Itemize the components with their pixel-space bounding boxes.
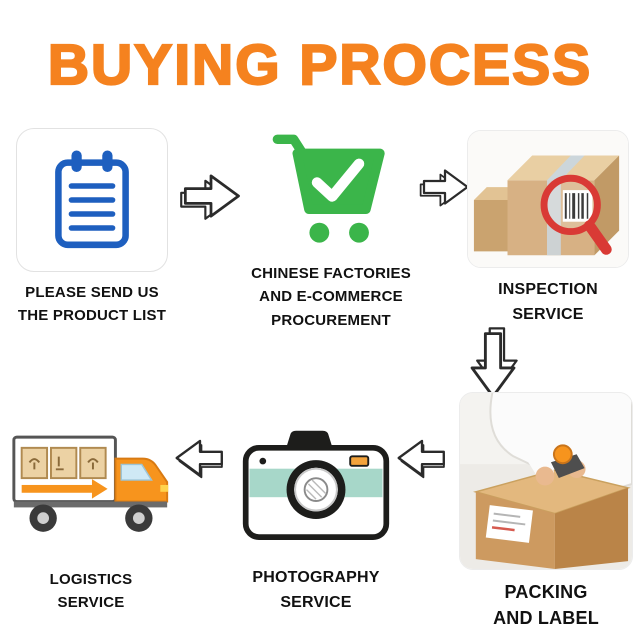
label-line: PROCUREMENT: [271, 311, 391, 329]
label-line: SERVICE: [512, 305, 584, 323]
arrow-left-icon: [394, 432, 450, 484]
label-line: PLEASE SEND US: [25, 284, 159, 301]
label-line: SERVICE: [57, 594, 125, 612]
label-line: LOGISTICS: [49, 571, 133, 588]
step-packing-label: PACKING AND LABEL: [493, 579, 599, 631]
cart-check-icon: [255, 112, 407, 260]
step-product-list-label: PLEASE SEND US THE PRODUCT LIST: [18, 281, 166, 328]
delivery-truck-icon: [7, 404, 175, 562]
arrow-down-icon: [462, 326, 524, 406]
page-title: BUYING PROCESS: [47, 32, 593, 98]
clipboard-icon: [16, 128, 168, 272]
label-line: AND LABEL: [493, 608, 599, 629]
label-line: THE PRODUCT LIST: [17, 307, 167, 325]
label-line: SERVICE: [280, 593, 352, 611]
step-procurement: CHINESE FACTORIES AND E-COMMERCE PROCURE…: [246, 112, 416, 332]
label-line: CHINESE FACTORIES: [251, 265, 411, 282]
step-procurement-label: CHINESE FACTORIES AND E-COMMERCE PROCURE…: [251, 262, 411, 332]
label-line: PHOTOGRAPHY: [252, 569, 380, 586]
arrow-right-icon: [418, 162, 472, 212]
label-line: PACKING: [504, 582, 588, 602]
arrow-left-icon: [172, 432, 228, 484]
arrow-right-icon: [178, 166, 244, 226]
person-packing-box-icon: [459, 392, 633, 570]
label-line: AND E-COMMERCE: [259, 288, 403, 306]
step-logistics: LOGISTICS SERVICE: [6, 404, 176, 615]
boxes-magnifier-icon: [467, 130, 629, 268]
step-photography-label: PHOTOGRAPHY SERVICE: [252, 566, 379, 616]
label-line: INSPECTION: [498, 281, 598, 298]
step-photography: PHOTOGRAPHY SERVICE: [238, 402, 394, 616]
step-inspection-label: INSPECTION SERVICE: [498, 278, 598, 328]
camera-icon: [239, 402, 393, 562]
step-inspection: INSPECTION SERVICE: [466, 130, 630, 328]
step-logistics-label: LOGISTICS SERVICE: [50, 568, 133, 615]
step-packing: PACKING AND LABEL: [458, 392, 634, 631]
step-product-list: PLEASE SEND US THE PRODUCT LIST: [10, 128, 174, 328]
